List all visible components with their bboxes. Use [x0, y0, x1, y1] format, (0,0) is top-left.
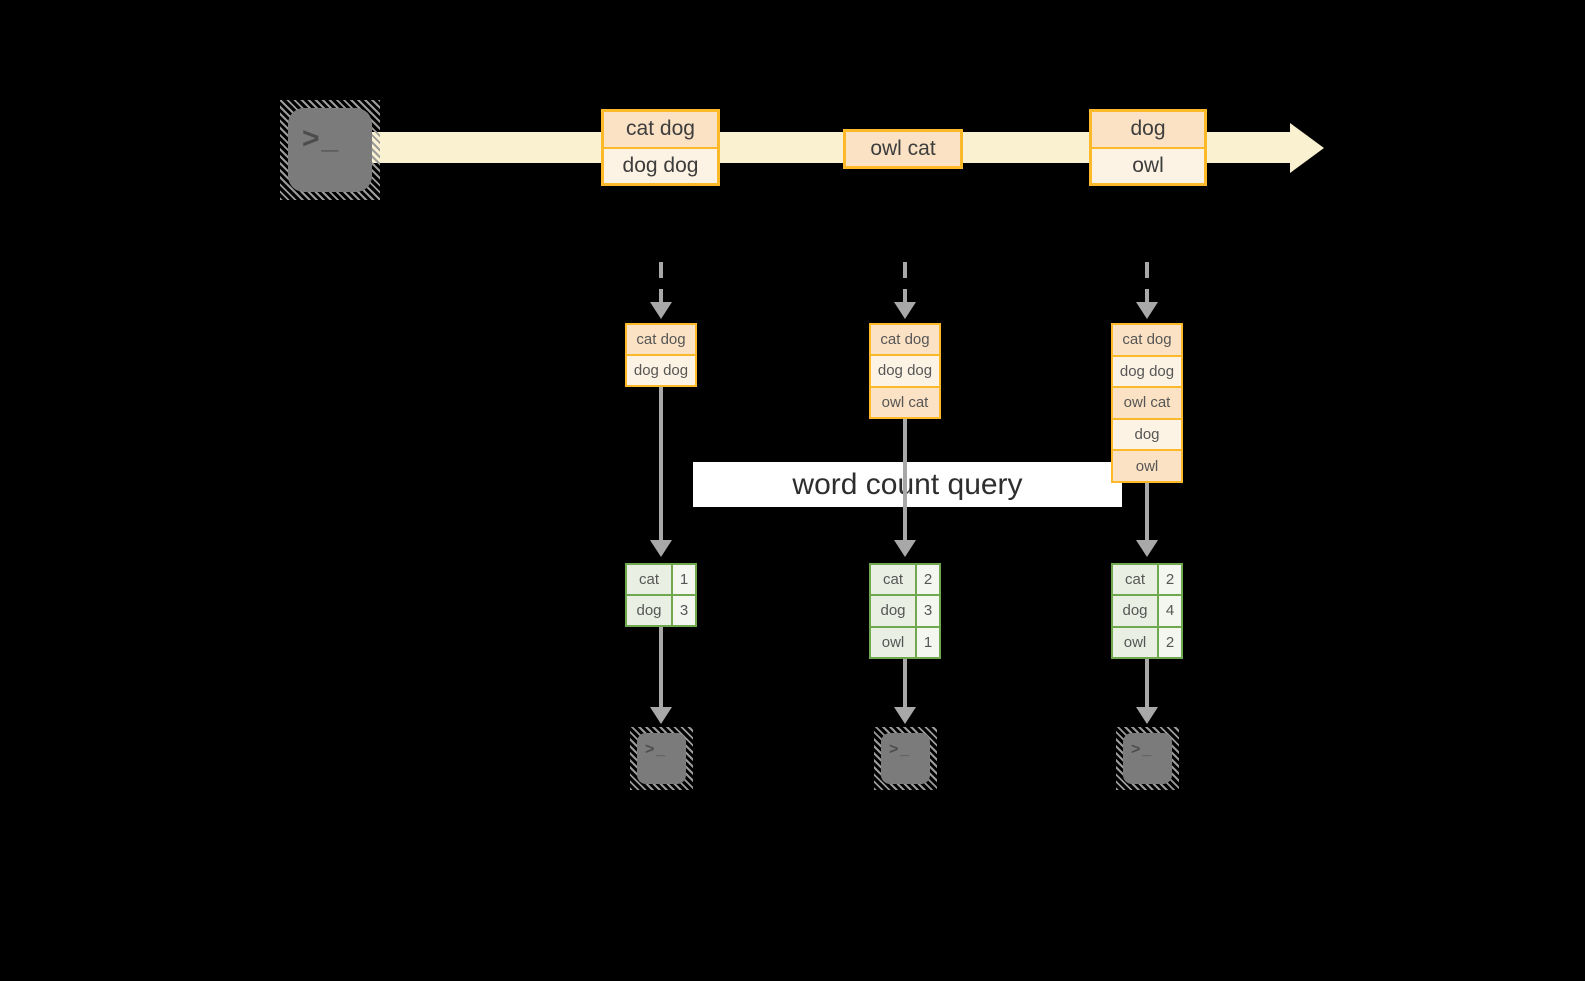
count-value: 2 — [1159, 565, 1181, 595]
count-row: owl 1 — [871, 625, 939, 657]
count-value: 3 — [673, 596, 695, 625]
count-word: cat — [871, 565, 917, 595]
count-row: dog 3 — [627, 594, 695, 625]
count-value: 4 — [1159, 596, 1181, 626]
count-value: 1 — [673, 565, 695, 594]
count-row: cat 2 — [1113, 565, 1181, 595]
count-word: cat — [627, 565, 673, 594]
count-row: owl 2 — [1113, 625, 1181, 657]
arrow-line — [1145, 659, 1149, 707]
query-banner: word count query — [693, 462, 1122, 507]
stream-event-line: owl — [1092, 146, 1204, 183]
count-value: 2 — [917, 565, 939, 595]
terminal-screen: >_ — [288, 108, 372, 192]
terminal-sink-icon: >_ — [1116, 727, 1179, 790]
arrow-line — [1145, 483, 1149, 540]
count-row: cat 1 — [627, 565, 695, 594]
stream-event-line: dog — [1092, 112, 1204, 147]
dashed-arrow-line — [1145, 262, 1149, 302]
stream-event-line: dog dog — [604, 146, 717, 183]
query-banner-label: word count query — [792, 467, 1023, 501]
state-cell: cat dog — [1113, 325, 1181, 355]
terminal-screen: >_ — [637, 733, 686, 784]
count-row: dog 4 — [1113, 594, 1181, 626]
stream-event-line: owl cat — [846, 132, 960, 166]
stream-event-box-3: dog owl — [1089, 109, 1207, 186]
arrowhead-icon — [894, 302, 916, 319]
terminal-screen: >_ — [1123, 733, 1172, 784]
count-table-2: cat 2 dog 3 owl 1 — [869, 563, 941, 659]
terminal-sink-icon: >_ — [630, 727, 693, 790]
count-value: 1 — [917, 627, 939, 657]
stream-event-box-2: owl cat — [843, 129, 963, 169]
arrow-line — [659, 627, 663, 707]
arrowhead-icon — [650, 302, 672, 319]
terminal-prompt-glyph: >_ — [645, 741, 668, 758]
count-value: 2 — [1159, 627, 1181, 657]
terminal-prompt-glyph: >_ — [889, 741, 912, 758]
arrowhead-icon — [894, 540, 916, 557]
state-cell: owl cat — [871, 385, 939, 417]
terminal-sink-icon: >_ — [874, 727, 937, 790]
count-word: dog — [871, 596, 917, 626]
count-word: dog — [627, 596, 673, 625]
count-table-1: cat 1 dog 3 — [625, 563, 697, 627]
arrowhead-icon — [1136, 707, 1158, 724]
state-cell: dog dog — [1113, 354, 1181, 387]
arrowhead-icon — [650, 707, 672, 724]
arrowhead-icon — [1136, 302, 1158, 319]
arrowhead-icon — [894, 707, 916, 724]
count-row: dog 3 — [871, 594, 939, 626]
state-cell: cat dog — [871, 325, 939, 355]
state-cell: cat dog — [627, 325, 695, 354]
state-cell: owl cat — [1113, 386, 1181, 418]
arrow-line — [659, 387, 663, 540]
terminal-prompt-glyph: >_ — [1131, 741, 1154, 758]
count-table-3: cat 2 dog 4 owl 2 — [1111, 563, 1183, 659]
dashed-arrow-line — [659, 262, 663, 302]
state-cell: dog dog — [627, 354, 695, 385]
count-word: dog — [1113, 596, 1159, 626]
arrow-line — [903, 659, 907, 707]
count-word: owl — [871, 627, 917, 657]
arrow-line — [903, 419, 907, 540]
stream-event-line: cat dog — [604, 112, 717, 147]
stream-event-box-1: cat dog dog dog — [601, 109, 720, 186]
state-table-1: cat dog dog dog — [625, 323, 697, 387]
state-cell: dog dog — [871, 354, 939, 386]
terminal-screen: >_ — [881, 733, 930, 784]
dashed-arrow-line — [903, 262, 907, 302]
stream-arrowhead-icon — [1290, 123, 1324, 173]
state-cell: dog — [1113, 417, 1181, 450]
state-table-2: cat dog dog dog owl cat — [869, 323, 941, 419]
count-word: owl — [1113, 627, 1159, 657]
state-cell: owl — [1113, 449, 1181, 481]
count-word: cat — [1113, 565, 1159, 595]
count-row: cat 2 — [871, 565, 939, 595]
arrowhead-icon — [650, 540, 672, 557]
terminal-source-icon: >_ — [280, 100, 380, 200]
state-table-3: cat dog dog dog owl cat dog owl — [1111, 323, 1183, 483]
count-value: 3 — [917, 596, 939, 626]
terminal-prompt-glyph: >_ — [302, 122, 341, 155]
arrowhead-icon — [1136, 540, 1158, 557]
